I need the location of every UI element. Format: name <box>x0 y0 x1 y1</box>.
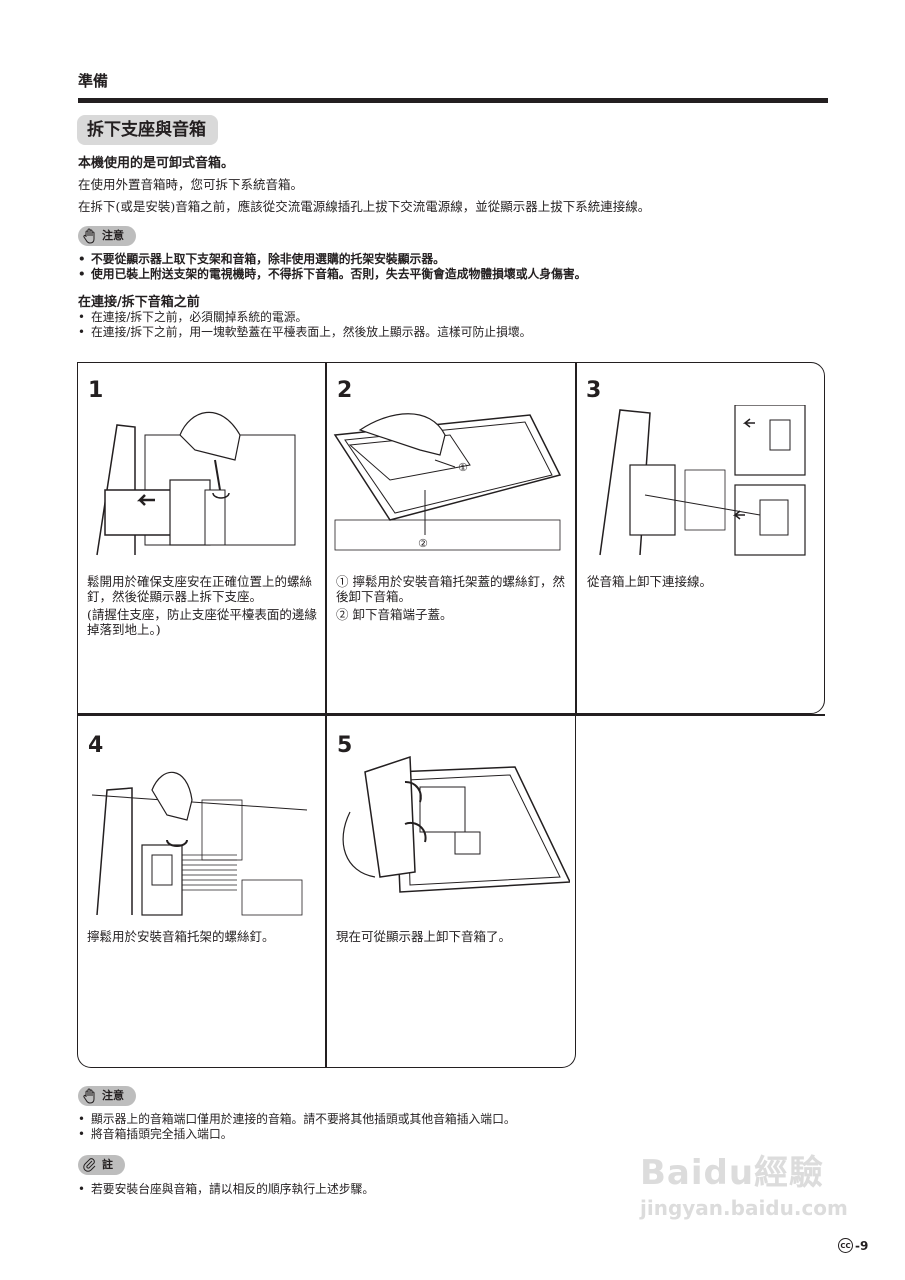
caution-list: 不要從顯示器上取下支架和音箱，除非使用選購的托架安裝顯示器。 使用已裝上附送支架… <box>78 252 586 282</box>
step-note: (請握住支座，防止支座從平檯表面的邊緣掉落到地上。) <box>87 607 317 637</box>
hand-icon <box>82 228 98 244</box>
step1-text: 鬆開用於確保支座安在正確位置上的螺絲釘，然後從顯示器上拆下支座。 (請握住支座，… <box>87 574 319 640</box>
step3-text: 從音箱上卸下連接線。 <box>587 574 817 592</box>
step-description: 擰鬆用於安裝音箱托架的螺絲釘。 <box>87 929 275 944</box>
step2-illustration: ① ② <box>333 413 562 551</box>
step-number: 5 <box>337 733 353 758</box>
step4-illustration <box>92 771 308 916</box>
step-description: ① 擰鬆用於安裝音箱托架蓋的螺絲釘，然後卸下音箱。 <box>336 574 565 604</box>
paperclip-icon <box>82 1157 98 1173</box>
step3-illustration <box>599 405 806 556</box>
step-number: 3 <box>586 378 602 403</box>
step1-illustration <box>96 411 296 556</box>
step-description: 從音箱上卸下連接線。 <box>587 574 713 589</box>
note-badge: 註 <box>78 1155 125 1175</box>
before-item: 在連接/拆下之前，必須關掉系統的電源。 <box>78 310 531 325</box>
caution-item: 顯示器上的音箱端口僅用於連接的音箱。請不要將其他插頭或其他音箱插入端口。 <box>78 1112 516 1127</box>
caution-badge: 注意 <box>78 1086 136 1106</box>
step5-text: 現在可從顯示器上卸下音箱了。 <box>336 929 568 947</box>
steps-row-1 <box>77 362 825 714</box>
caution-item: 使用已裝上附送支架的電視機時，不得拆下音箱。否則，失去平衡會造成物體損壞或人身傷… <box>78 267 586 282</box>
note-list: 若要安裝台座與音箱，請以相反的順序執行上述步驟。 <box>78 1182 374 1197</box>
step-description: 鬆開用於確保支座安在正確位置上的螺絲釘，然後從顯示器上拆下支座。 <box>87 574 313 604</box>
hand-icon <box>82 1088 98 1104</box>
header-rule <box>78 98 828 103</box>
intro-line-1: 在使用外置音箱時，您可拆下系統音箱。 <box>78 177 304 192</box>
watermark-brand: Baidu經驗 <box>640 1153 825 1193</box>
steps-row-2 <box>77 714 576 1068</box>
caution-item: 將音箱插頭完全插入端口。 <box>78 1127 516 1142</box>
step-number: 2 <box>337 378 353 403</box>
intro-line-2: 在拆下(或是安裝)音箱之前，應該從交流電源線插孔上拔下交流電源線，並從顯示器上拔… <box>78 199 651 214</box>
before-item: 在連接/拆下之前，用一塊軟墊蓋在平檯表面上，然後放上顯示器。這樣可防止損壞。 <box>78 325 531 340</box>
watermark-url: jingyan.baidu.com <box>640 1196 848 1220</box>
step2-text: ① 擰鬆用於安裝音箱托架蓋的螺絲釘，然後卸下音箱。 ② 卸下音箱端子蓋。 <box>336 574 568 625</box>
callout-1: ① <box>458 461 468 474</box>
divider <box>77 714 825 716</box>
page-number: CC -9 <box>838 1238 868 1253</box>
caution-badge: 注意 <box>78 226 136 246</box>
divider <box>575 362 577 714</box>
page-number-text: -9 <box>855 1238 869 1253</box>
caution-label: 注意 <box>102 229 124 242</box>
page-title: 拆下支座與音箱 <box>77 115 218 145</box>
note-item: 若要安裝台座與音箱，請以相反的順序執行上述步驟。 <box>78 1182 374 1197</box>
lead-text: 本機使用的是可卸式音箱。 <box>78 156 235 171</box>
caution-label: 注意 <box>102 1089 124 1102</box>
before-list: 在連接/拆下之前，必須關掉系統的電源。 在連接/拆下之前，用一塊軟墊蓋在平檯表面… <box>78 310 531 340</box>
note-label: 註 <box>102 1158 113 1171</box>
watermark: Baidu經驗 jingyan.baidu.com <box>640 1145 848 1220</box>
cc-badge-icon: CC <box>838 1238 853 1253</box>
step4-text: 擰鬆用於安裝音箱托架的螺絲釘。 <box>87 929 319 947</box>
before-heading: 在連接/拆下音箱之前 <box>78 295 200 310</box>
caution-list: 顯示器上的音箱端口僅用於連接的音箱。請不要將其他插頭或其他音箱插入端口。 將音箱… <box>78 1112 516 1142</box>
step-number: 4 <box>88 733 104 758</box>
step-number: 1 <box>88 378 104 403</box>
section-label: 準備 <box>78 72 109 90</box>
step5-illustration <box>342 755 570 893</box>
callout-2: ② <box>418 537 428 550</box>
step-description: 現在可從顯示器上卸下音箱了。 <box>336 929 512 944</box>
caution-item: 不要從顯示器上取下支架和音箱，除非使用選購的托架安裝顯示器。 <box>78 252 586 267</box>
step-description: ② 卸下音箱端子蓋。 <box>336 607 453 622</box>
